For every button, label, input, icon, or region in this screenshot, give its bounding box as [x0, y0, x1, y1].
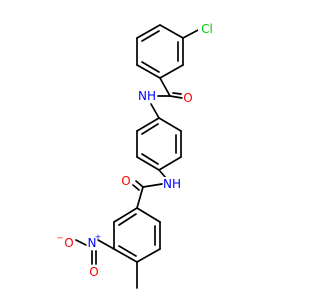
atom-label: NH — [163, 177, 181, 191]
bond — [182, 28, 201, 39]
bond — [159, 64, 184, 79]
atom-label: O — [89, 265, 98, 279]
bond — [141, 30, 160, 42]
bond — [141, 123, 159, 135]
atom-label-background — [163, 177, 181, 191]
atom-o1: O — [182, 91, 194, 105]
bond — [136, 207, 161, 223]
bond — [141, 153, 159, 165]
atom-o3: O− — [57, 234, 75, 250]
atom-nh1: NH — [138, 89, 156, 103]
bond — [136, 64, 161, 79]
bond — [150, 103, 160, 119]
bond — [97, 239, 115, 250]
atom-label: O — [121, 174, 130, 188]
atom-charge: + — [95, 233, 102, 242]
bond — [141, 61, 160, 73]
bond — [75, 239, 87, 246]
atom-charge: − — [57, 234, 64, 243]
atom-label: N — [88, 236, 97, 250]
bond — [159, 24, 184, 39]
atom-label-background — [86, 236, 98, 250]
atom-label-background — [88, 265, 100, 279]
atom-label: O — [64, 236, 73, 250]
atom-label-background — [138, 89, 156, 103]
atom-label-background — [120, 174, 132, 188]
bond — [142, 183, 163, 188]
atom-o4: O — [88, 265, 100, 279]
bond — [169, 95, 183, 99]
bond — [158, 156, 182, 171]
bond — [136, 156, 160, 171]
bond — [132, 184, 140, 191]
bond — [159, 77, 171, 97]
atom-label: NH — [138, 89, 156, 103]
bond — [136, 248, 161, 263]
atom-nh2: NH — [163, 177, 181, 191]
atom-label-background — [182, 91, 194, 105]
bonds — [75, 24, 201, 289]
bond — [136, 24, 161, 39]
atom-n3: N+ — [86, 233, 102, 250]
atom-label: O — [183, 91, 192, 105]
bond — [113, 248, 138, 263]
bond — [158, 117, 182, 132]
bond — [136, 186, 144, 209]
bond — [158, 169, 167, 179]
atom-cl: Cl — [198, 22, 216, 36]
atom-o2: O — [120, 174, 132, 188]
bond — [118, 245, 137, 257]
bond — [136, 117, 160, 132]
bond — [113, 207, 138, 223]
atom-label-background — [63, 236, 75, 250]
bond — [172, 92, 182, 95]
atom-label-background — [198, 22, 216, 36]
bond — [135, 180, 144, 188]
bond — [118, 213, 137, 226]
atom-label: Cl — [201, 22, 213, 36]
